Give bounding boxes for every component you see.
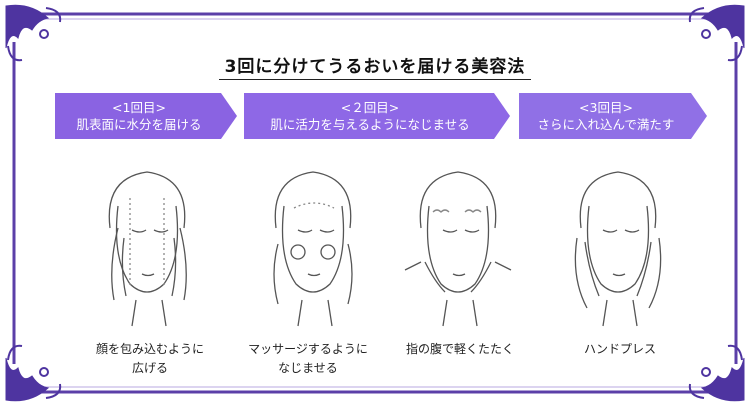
step-2-banner: <２回目> 肌に活力を与えるようになじませる [244, 93, 510, 139]
page-title: 3回に分けてうるおいを届ける美容法 [0, 52, 750, 80]
step-2-caption: マッサージするように なじませる [248, 342, 368, 375]
face-illustration-1 [108, 171, 187, 327]
step-1-banner: <1回目> 肌表面に水分を届ける [55, 93, 237, 139]
step-4-caption: ハンドプレス [583, 342, 656, 356]
step-3-caption: 指の腹で軽くたたく [405, 342, 514, 356]
step-3-heading: <3回目> [579, 100, 633, 115]
corner-ornament-icon [5, 4, 62, 62]
face-illustration-2 [273, 171, 353, 327]
step-1-subtitle: 肌表面に水分を届ける [76, 117, 202, 132]
step-2-heading: <２回目> [340, 100, 400, 115]
step-3-subtitle: さらに入れ込んで満たす [537, 117, 675, 132]
step-2-subtitle: 肌に活力を与えるようになじませる [270, 117, 470, 132]
face-illustration-3 [404, 171, 512, 327]
step-1-caption: 顔を包み込むように 広げる [95, 342, 204, 375]
step-3-banner: <3回目> さらに入れ込んで満たす [519, 93, 707, 139]
face-illustration-4 [574, 171, 662, 327]
step-1-heading: <1回目> [112, 100, 166, 115]
